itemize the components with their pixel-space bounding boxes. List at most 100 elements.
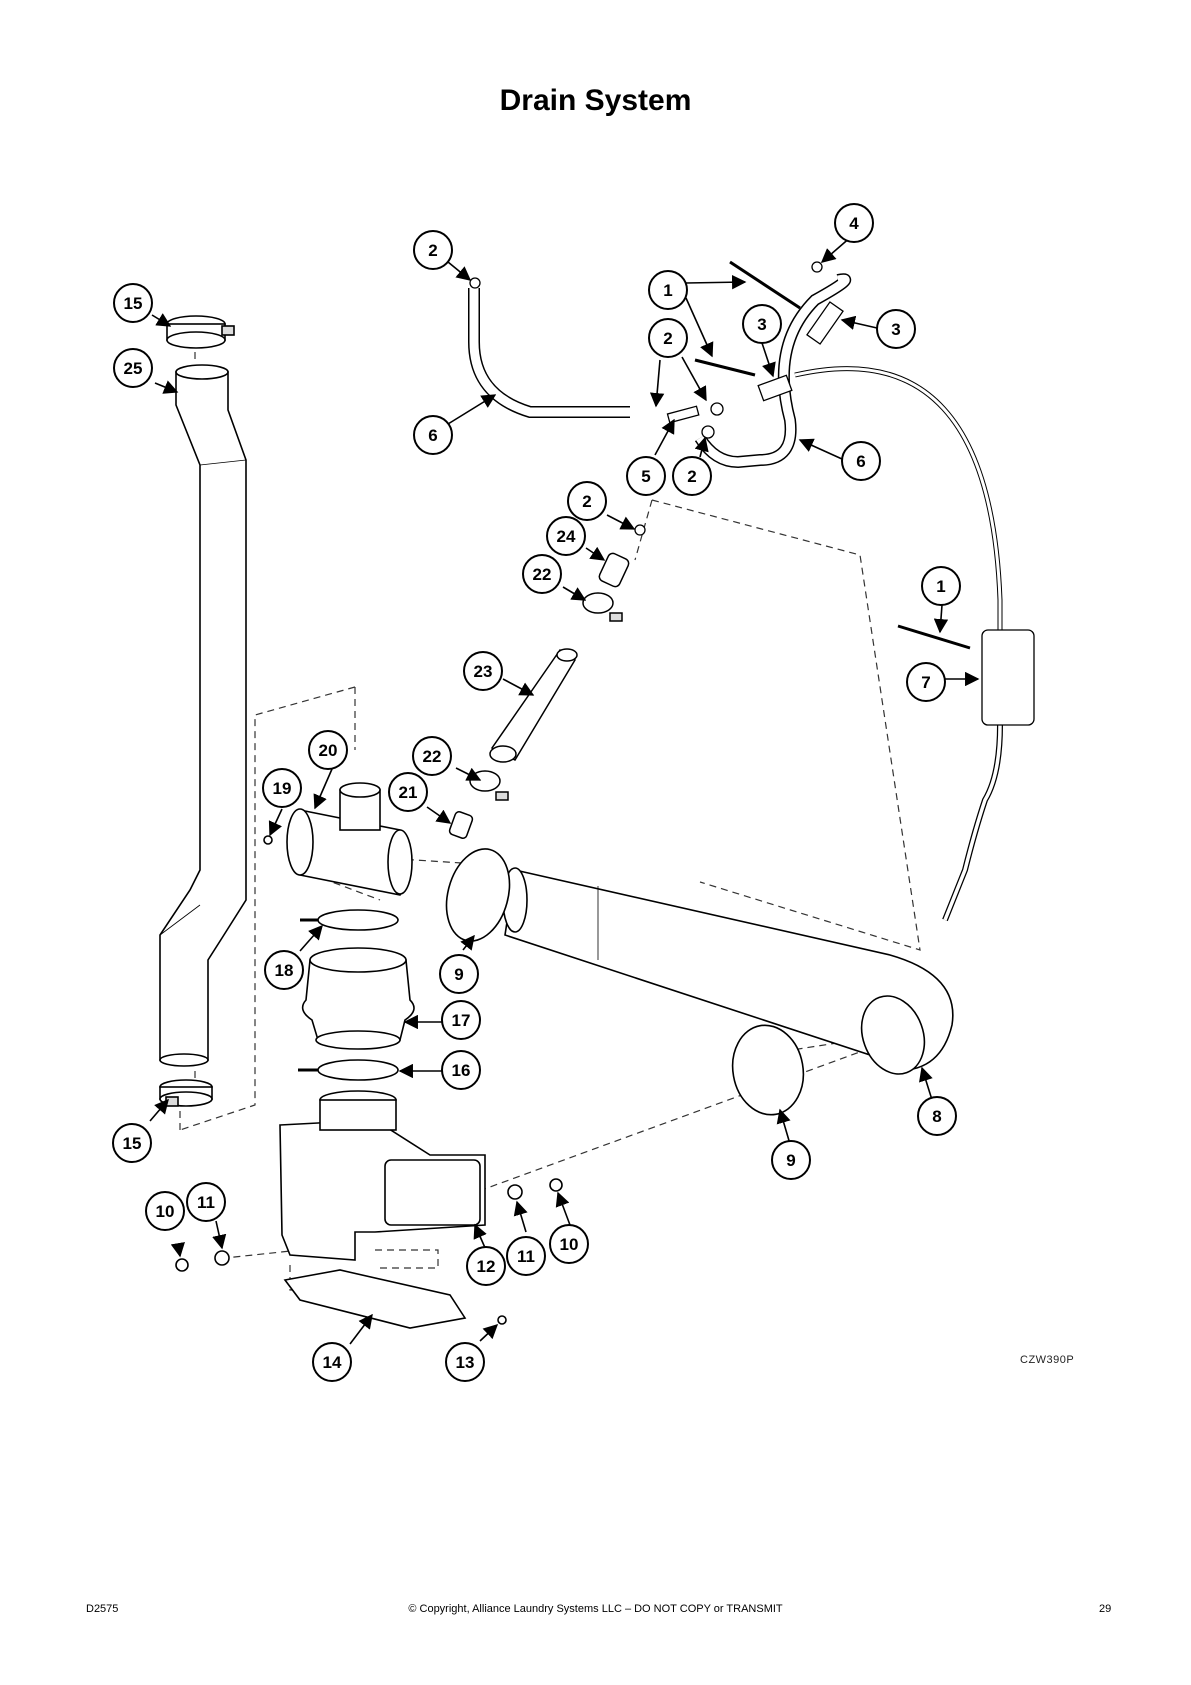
- copyright-notice: © Copyright, Alliance Laundry Systems LL…: [408, 1603, 783, 1615]
- svg-text:19: 19: [273, 779, 292, 798]
- callout-14: 14: [312, 1342, 352, 1382]
- drawing-code: CZW390P: [1020, 1354, 1075, 1366]
- svg-text:18: 18: [275, 961, 294, 980]
- lower-hose-clamp: [159, 1079, 213, 1107]
- callout-12: 12: [466, 1246, 506, 1286]
- callout-22: 22: [522, 554, 562, 594]
- callout-2: 2: [567, 481, 607, 521]
- callout-6: 6: [841, 441, 881, 481]
- hose-sleeve: [757, 374, 793, 402]
- callout-1: 1: [648, 270, 688, 310]
- hose-clamp-22-lower: [469, 770, 501, 792]
- callout-18: 18: [264, 950, 304, 990]
- document-number: D2575: [86, 1603, 119, 1615]
- hose-clamp-9-right: [731, 1024, 805, 1116]
- svg-text:22: 22: [423, 747, 442, 766]
- pump-tee-assembly: [175, 782, 563, 1329]
- svg-text:9: 9: [454, 965, 463, 984]
- svg-text:20: 20: [319, 741, 338, 760]
- svg-text:22: 22: [533, 565, 552, 584]
- tie-wrap: [897, 624, 971, 650]
- svg-text:2: 2: [663, 329, 672, 348]
- mounting-bracket-14: [283, 1269, 467, 1329]
- svg-text:24: 24: [557, 527, 576, 546]
- svg-text:15: 15: [123, 1134, 142, 1153]
- svg-text:2: 2: [428, 241, 437, 260]
- upper-hose-clamp: [166, 315, 235, 349]
- svg-text:3: 3: [891, 320, 900, 339]
- callout-8: 8: [917, 1096, 957, 1136]
- svg-text:14: 14: [323, 1353, 342, 1372]
- callout-leaders: [149, 235, 980, 1345]
- pipe-top-opening: [175, 364, 229, 380]
- small-fittings: [469, 260, 1035, 726]
- svg-text:10: 10: [560, 1235, 579, 1254]
- clamp-18: [317, 909, 399, 931]
- clamp: [469, 277, 481, 289]
- svg-text:25: 25: [124, 359, 143, 378]
- svg-text:2: 2: [582, 492, 591, 511]
- page-title: Drain System: [499, 84, 692, 117]
- callout-9: 9: [439, 954, 479, 994]
- callout-2: 2: [672, 456, 712, 496]
- svg-text:4: 4: [849, 214, 859, 233]
- callout-20: 20: [308, 730, 348, 770]
- callout-11: 11: [506, 1236, 546, 1276]
- callout-16: 16: [441, 1050, 481, 1090]
- callout-15: 15: [113, 283, 153, 323]
- washer-11-right: [507, 1184, 523, 1200]
- callout-25: 25: [113, 348, 153, 388]
- callout-3: 3: [742, 304, 782, 344]
- sump-hose-assembly: [445, 848, 954, 1116]
- callout-5: 5: [626, 456, 666, 496]
- callout-2: 2: [413, 230, 453, 270]
- callout-4: 4: [834, 203, 874, 243]
- lower-sensor-tube: [942, 724, 1003, 922]
- page-number: 29: [1099, 1603, 1112, 1615]
- screw-19: [263, 835, 273, 845]
- svg-text:21: 21: [399, 783, 418, 802]
- hose-23: [490, 648, 577, 761]
- svg-text:12: 12: [477, 1257, 496, 1276]
- pipe-bottom-opening: [159, 1053, 209, 1067]
- svg-text:1: 1: [663, 281, 672, 300]
- drain-pipe-assembly: [159, 315, 247, 1107]
- callout-24: 24: [546, 516, 586, 556]
- svg-text:17: 17: [452, 1011, 471, 1030]
- callout-13: 13: [445, 1342, 485, 1382]
- callout-2: 2: [648, 318, 688, 358]
- drain-pipe: [159, 371, 247, 1061]
- hose-sleeve: [806, 301, 844, 345]
- bolt-10-right: [549, 1178, 563, 1192]
- svg-text:16: 16: [452, 1061, 471, 1080]
- svg-text:2: 2: [687, 467, 696, 486]
- callout-21: 21: [388, 772, 428, 812]
- svg-text:1: 1: [936, 577, 945, 596]
- callout-1: 1: [921, 566, 961, 606]
- callout-17: 17: [441, 1000, 481, 1040]
- bolt-10-left: [175, 1258, 189, 1272]
- svg-text:3: 3: [757, 315, 766, 334]
- callout-3: 3: [876, 309, 916, 349]
- connector-fitting: [666, 405, 700, 424]
- svg-text:7: 7: [921, 673, 930, 692]
- reducer-21: [448, 811, 474, 839]
- connector-hose-chain: [448, 552, 630, 839]
- screw-13: [497, 1315, 507, 1325]
- callout-9: 9: [771, 1140, 811, 1180]
- callouts: 4 2 1 15 3 3 2 25 6 5 2 6 2 24 22 1 7 23…: [112, 203, 961, 1382]
- svg-text:15: 15: [124, 294, 143, 313]
- svg-text:11: 11: [197, 1193, 215, 1212]
- callout-15: 15: [112, 1123, 152, 1163]
- hose-clamp-22-upper: [582, 592, 614, 614]
- svg-text:5: 5: [641, 467, 650, 486]
- svg-text:8: 8: [932, 1107, 941, 1126]
- sensor-tube: [794, 366, 1003, 630]
- svg-text:10: 10: [156, 1202, 175, 1221]
- svg-text:23: 23: [474, 662, 493, 681]
- svg-text:6: 6: [428, 426, 437, 445]
- tie-wrap: [729, 260, 801, 310]
- svg-text:13: 13: [456, 1353, 475, 1372]
- callout-10: 10: [549, 1224, 589, 1264]
